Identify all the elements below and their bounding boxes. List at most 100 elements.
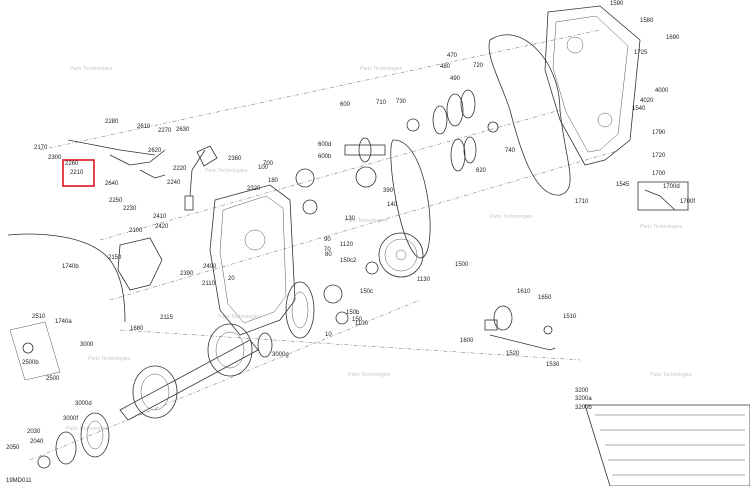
part-number-label: 2640 xyxy=(105,181,119,187)
part-number-label: 600 xyxy=(340,102,351,108)
oil-cap xyxy=(196,145,218,167)
part-number-label: 2050 xyxy=(6,445,20,451)
part-number-label: 490 xyxy=(450,76,461,82)
part-number-label: 1540 xyxy=(632,106,646,112)
diagram-code: 19MD011 xyxy=(6,478,32,484)
part-number-labels: 1590158017251690400040201540179017201545… xyxy=(6,1,695,451)
part-number-label: 2610 xyxy=(137,124,151,130)
gearbox-housing xyxy=(209,184,296,336)
part-number-label: 130 xyxy=(345,216,356,222)
part-number-label: 720 xyxy=(473,63,484,69)
part-number-label: 1530 xyxy=(546,362,560,368)
part-number-label: 730 xyxy=(396,99,407,105)
drive-chain xyxy=(390,139,431,259)
part-number-label: 470 xyxy=(447,53,458,59)
part-number-label: 710 xyxy=(376,100,387,106)
part-number-label: 2220 xyxy=(173,166,187,172)
chaincase-cover xyxy=(544,5,641,166)
watermark: Parts Technologies xyxy=(345,218,388,224)
part-number-label: 1725 xyxy=(634,50,648,56)
part-number-label: 2250 xyxy=(109,198,123,204)
watermark: Parts Technologies xyxy=(360,66,403,72)
part-number-label: 2040 xyxy=(30,439,44,445)
gear-stack xyxy=(295,89,499,215)
part-number-label: 4020 xyxy=(640,98,654,104)
part-number-label: 1690 xyxy=(666,35,680,41)
part-number-label: 1120 xyxy=(340,242,354,248)
center-lines xyxy=(29,29,621,461)
watermark: Parts Technologies xyxy=(650,372,693,378)
part-number-label: 2150 xyxy=(108,255,122,261)
oil-line xyxy=(637,181,689,211)
inset-2500 xyxy=(9,321,61,381)
part-number-label: 3200a xyxy=(575,396,592,402)
part-number-label: 390 xyxy=(383,188,394,194)
part-number-label: 2300 xyxy=(48,155,62,161)
part-number-label: 3200b xyxy=(575,405,592,411)
part-number-label: 600d xyxy=(318,142,331,148)
end-cap xyxy=(37,431,77,469)
part-number-label: 1510 xyxy=(563,314,577,320)
part-number-label: 1790 xyxy=(652,130,666,136)
part-number-label: 90 xyxy=(324,237,331,243)
part-number-label: 1130 xyxy=(417,277,431,283)
gear xyxy=(355,166,377,188)
part-number-label: 2115 xyxy=(160,315,174,321)
part-number-label: 2620 xyxy=(148,148,162,154)
part-number-label: 2280 xyxy=(105,119,119,125)
part-number-label: 2630 xyxy=(176,127,190,133)
part-number-label: 1500 xyxy=(455,262,469,268)
part-number-label: 2110 xyxy=(202,281,216,287)
watermark: Parts Technologies xyxy=(205,168,248,174)
part-number-label: 2510 xyxy=(32,314,46,320)
part-number-label: 700 xyxy=(263,161,274,167)
part-number-label: 480 xyxy=(440,64,451,70)
part-number-label: 620 xyxy=(476,168,487,174)
watermark: Parts Technologies xyxy=(218,314,261,320)
seals xyxy=(323,261,379,325)
part-number-label: 3000 xyxy=(80,342,94,348)
lever-assembly xyxy=(484,305,556,351)
part-number-label: 2230 xyxy=(123,206,137,212)
part-number-label: 1680 xyxy=(130,326,144,332)
part-number-label: 20 xyxy=(228,276,235,282)
part-number-label: 4000 xyxy=(655,88,669,94)
part-number-label: 2030 xyxy=(27,429,41,435)
part-number-label: 180 xyxy=(268,178,279,184)
part-number-label: 1600 xyxy=(460,338,474,344)
shift-linkage xyxy=(67,139,206,211)
watermark: Parts Technologies xyxy=(88,356,131,362)
part-number-label: 2500 xyxy=(46,376,60,382)
part-number-label: 1520 xyxy=(506,351,520,357)
part-number-label: 1580 xyxy=(640,18,654,24)
drive-axle xyxy=(119,323,273,421)
part-number-label: 150 xyxy=(352,317,363,323)
part-number-label: 3000d xyxy=(75,401,92,407)
part-number-label: 2390 xyxy=(180,271,194,277)
part-number-label: 1590 xyxy=(610,1,624,7)
part-number-label: 70 xyxy=(324,247,331,253)
part-number-label: 2210 xyxy=(70,170,84,176)
part-number-label: 1700 xyxy=(652,171,666,177)
part-number-label: 1100 xyxy=(355,321,369,327)
gasket xyxy=(488,34,571,196)
wheel xyxy=(80,412,110,458)
part-number-label: 140 xyxy=(387,202,398,208)
watermark: Parts Technologies xyxy=(348,372,391,378)
part-number-label: 150c2 xyxy=(340,258,357,264)
watermarks: Parts Technologies Parts Technologies Pa… xyxy=(66,66,693,432)
part-number-label: 3000f xyxy=(63,416,78,422)
watermark: Parts Technologies xyxy=(640,224,683,230)
part-number-label: 740 xyxy=(505,148,516,154)
watermark: Parts Technologies xyxy=(70,66,113,72)
watermark: Parts Technologies xyxy=(490,214,533,220)
part-number-label: 1650 xyxy=(538,295,552,301)
bracket xyxy=(117,237,163,291)
part-number-label: 1740a xyxy=(55,319,72,325)
part-number-label: 1710 xyxy=(575,199,589,205)
part-number-label: 2410 xyxy=(153,214,167,220)
track xyxy=(584,404,750,486)
part-number-label: 80 xyxy=(325,252,332,258)
part-number-label: 1700d xyxy=(663,184,680,190)
